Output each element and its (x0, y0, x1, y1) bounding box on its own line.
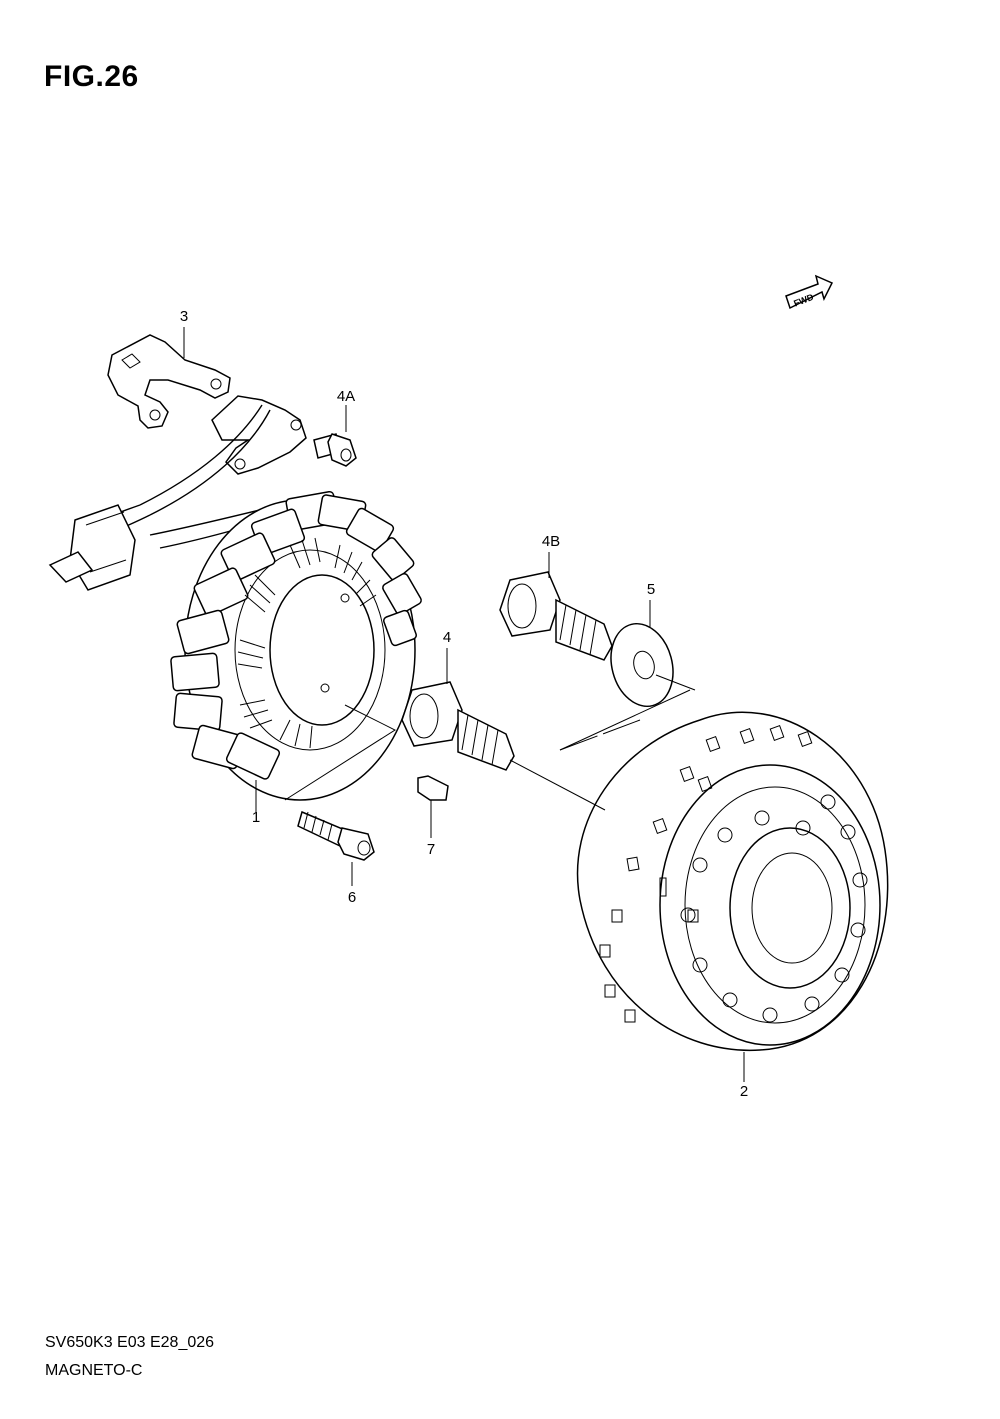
callout-3: 3 (179, 308, 189, 325)
callout-2: 2 (739, 1083, 749, 1100)
key-part (417, 775, 449, 801)
section-name: MAGNETO-C (45, 1362, 143, 1379)
diagram-code: SV650K3 E03 E28_026 (45, 1334, 215, 1351)
callout-6: 6 (347, 889, 357, 906)
bracket-bolt-part (313, 433, 357, 467)
fwd-arrow-icon: FWD (785, 274, 834, 310)
callout-1: 1 (251, 809, 261, 826)
callout-7: 7 (426, 841, 436, 858)
callout-4: 4 (442, 629, 452, 646)
callout-4b: 5 (646, 581, 656, 598)
bracket-part (107, 334, 231, 429)
stator-bolt-part (297, 810, 375, 861)
figure-title: FIG.26 (44, 60, 139, 93)
washer-part (610, 622, 674, 708)
callout-4a: 4B (541, 533, 561, 550)
leader-lines (183, 327, 745, 1082)
rotor-bolt-alt-part (499, 571, 613, 661)
rotor-bolt-part (401, 681, 515, 771)
callout-5: 4A (336, 388, 356, 405)
rotor-part (576, 711, 889, 1052)
stator-part (170, 490, 422, 801)
wire-harness-part (48, 395, 311, 591)
